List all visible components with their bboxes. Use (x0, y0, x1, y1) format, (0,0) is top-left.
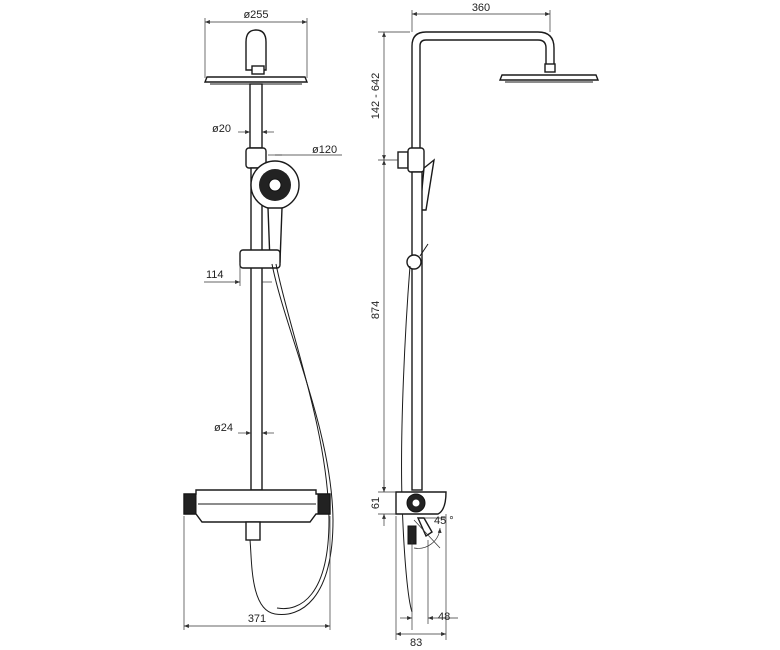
dim-slider-offset: 114 (206, 269, 224, 281)
front-bottom-outlet (245, 521, 261, 541)
dim-mixer-width: 371 (248, 613, 266, 625)
dim-wall-to-front: 83 (410, 637, 422, 649)
dim-pipe-diameter: ø24 (214, 422, 233, 434)
front-hand-shower-center (268, 178, 282, 192)
dim-line (413, 519, 441, 549)
side-riser-pipe (411, 171, 423, 491)
front-upper-pipe (249, 83, 263, 149)
side-hose (401, 265, 413, 613)
side-slider-arm (419, 243, 429, 257)
dim-height-adjust: 142 - 642 (370, 73, 382, 119)
side-shower-arm (411, 31, 555, 151)
side-mixer-knob-center (412, 499, 420, 507)
front-hose (249, 263, 334, 616)
dim-angle-arc (413, 527, 442, 549)
dim-rod-diameter: ø20 (212, 123, 231, 135)
front-head-joint (251, 65, 265, 75)
dim-mixer-height: 61 (370, 497, 382, 509)
front-left-knob (183, 493, 197, 515)
front-slider (239, 249, 281, 269)
dim-head-diameter: ø255 (243, 9, 268, 21)
front-right-knob (317, 493, 331, 515)
side-view: 360 142 - 642 874 61 45 ° 48 83 (370, 2, 600, 649)
dim-arm-length: 360 (472, 2, 490, 14)
side-head-joint (544, 63, 556, 73)
side-slider-knob (406, 254, 422, 270)
side-head-shower (498, 74, 600, 81)
front-shower-arm (245, 29, 267, 71)
dim-spout-angle: 45 ° (434, 515, 454, 527)
front-mixer-shelf (183, 489, 331, 523)
side-diverter (407, 147, 425, 173)
side-diverter-knob (397, 151, 409, 169)
front-riser-pipe (250, 167, 263, 491)
dim-hand-shower-diameter: ø120 (312, 144, 337, 156)
dim-wall-to-spout: 48 (438, 611, 450, 623)
front-head-shower (203, 76, 309, 83)
front-view: ø255 ø20 ø120 114 ø24 371 (183, 9, 342, 630)
dim-riser-height: 874 (370, 301, 382, 319)
